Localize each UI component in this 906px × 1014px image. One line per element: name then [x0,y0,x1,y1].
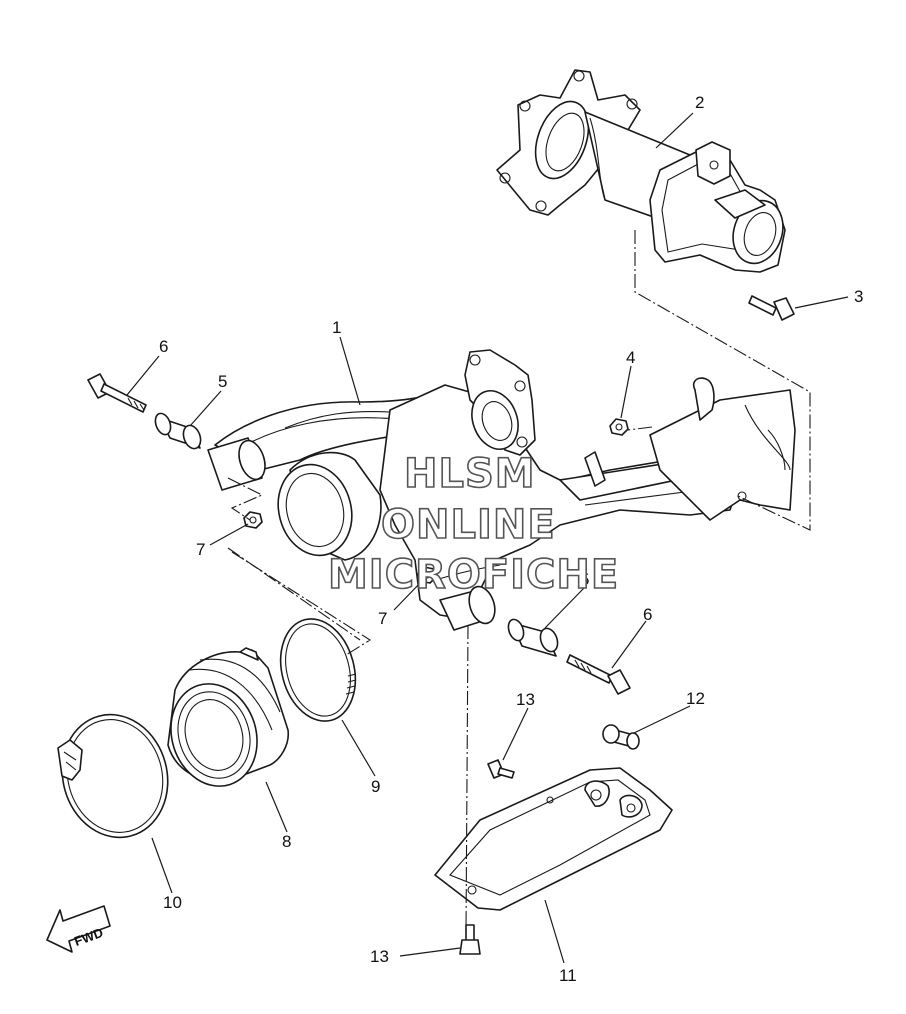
skid-plate-part-11[interactable] [434,767,673,911]
pivot-bolt-right-part[interactable] [566,654,631,695]
callout-10: 10 [163,893,182,912]
callout-13-upper: 13 [516,690,535,709]
clamp-part-10[interactable] [49,703,182,850]
callout-numbers: 2 3 1 4 6 5 7 7 5 6 13 12 9 8 10 11 13 [159,93,863,985]
swingarm-part[interactable] [207,349,796,631]
axle-housing-part[interactable] [496,69,791,273]
damper-part-12[interactable] [602,724,640,750]
callout-1: 1 [332,318,341,337]
callout-9: 9 [371,777,380,796]
callout-3: 3 [854,287,863,306]
nut-right-part[interactable] [417,566,437,584]
callout-7-left: 7 [196,540,205,559]
bolt-part-3[interactable] [748,295,795,321]
watermark-line-3: MICROFICHE [327,552,620,598]
callout-2: 2 [695,93,704,112]
nut-left-part[interactable] [243,511,263,529]
bushing-right-part[interactable] [506,617,561,657]
watermark-line-2: ONLINE [380,502,556,548]
bolt-part-13-upper[interactable] [487,759,515,779]
assembly-lines [227,230,811,931]
bushing-left-part[interactable] [153,411,204,451]
pivot-bolt-left-part[interactable] [87,373,147,413]
callout-13-lower: 13 [370,947,389,966]
callout-6-right: 6 [643,605,652,624]
callout-5-left: 5 [218,372,227,391]
band-part-9[interactable] [270,610,366,729]
callout-11: 11 [559,966,577,985]
callout-12: 12 [686,689,705,708]
callout-leaders [126,112,849,964]
fwd-arrow-icon: FWD [46,905,111,953]
callout-5-right: 5 [580,570,589,589]
nut-part-4[interactable] [609,418,629,436]
callout-6-left: 6 [159,337,168,356]
watermark-line-1: HLSM [403,451,536,497]
callout-8: 8 [282,832,291,851]
callout-4: 4 [626,348,635,367]
callout-7-right: 7 [378,609,387,628]
bolt-part-13-lower[interactable] [459,924,481,955]
boot-part-8[interactable] [158,647,290,797]
